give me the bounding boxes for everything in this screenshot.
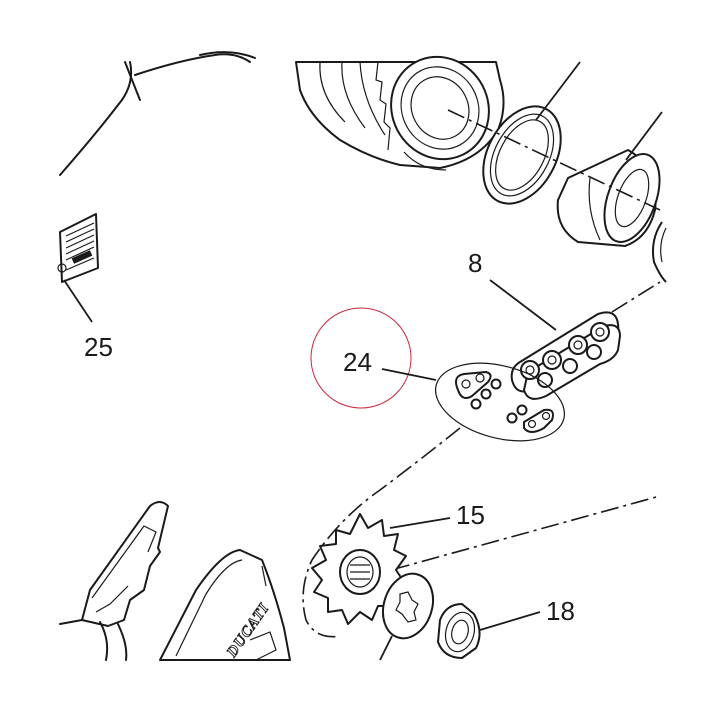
assembly-axis-mid	[302, 427, 661, 638]
decal-plate-part-25	[57, 213, 99, 283]
leader-line-18	[479, 611, 541, 631]
sprocket-carrier-hub	[295, 55, 505, 171]
seal-ring	[482, 105, 562, 205]
callout-24: 24	[343, 347, 372, 377]
nut-part-18	[437, 603, 481, 659]
frame-outline	[59, 51, 256, 176]
leader-line-24	[381, 368, 437, 381]
lock-washer	[379, 572, 434, 661]
highlight-circle-24	[310, 307, 412, 409]
callout-15: 15	[456, 500, 485, 530]
master-link-kit-part-24	[434, 362, 566, 442]
sprocket-cover	[59, 501, 169, 661]
chain-links-part-8	[510, 311, 621, 400]
callout-18: 18	[546, 596, 575, 626]
chain-axis	[611, 281, 661, 313]
spacer-bushing	[556, 149, 661, 247]
leader-line-8	[489, 279, 557, 331]
leader-line-15	[389, 517, 451, 529]
leader-line-25	[63, 279, 93, 323]
assembly-axis-top	[447, 61, 663, 211]
callout-8: 8	[468, 248, 482, 278]
front-sprocket-part-15	[311, 513, 407, 625]
callout-25: 25	[84, 332, 113, 362]
chain-guard	[159, 549, 291, 661]
